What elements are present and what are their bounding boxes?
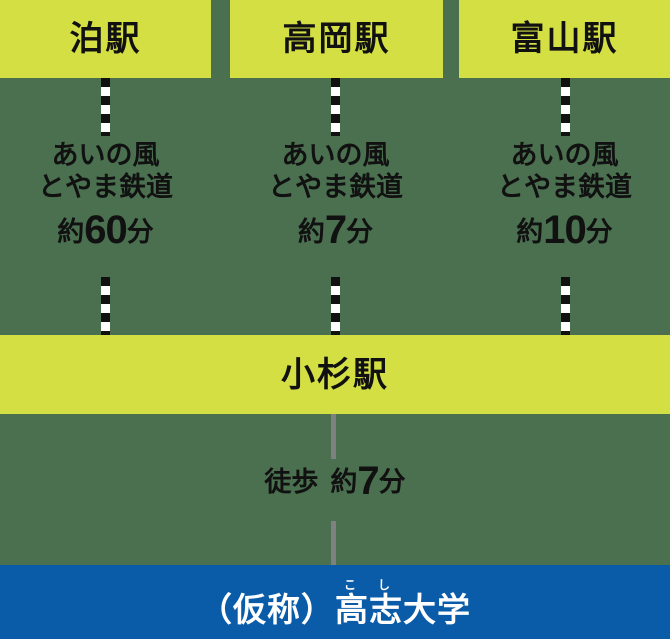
duration-suffix-takaoka: 分 <box>346 216 374 247</box>
station-box-tomari: 泊駅 <box>0 0 211 78</box>
duration-suffix-toyama: 分 <box>585 216 613 247</box>
rail-connector-tomari-lower <box>101 277 110 335</box>
route-caption-takaoka: あいの風 とやま鉄道 約7分 <box>230 140 441 250</box>
route-duration-takaoka: 約7分 <box>230 210 441 250</box>
station-box-kosugi: 小杉駅 <box>0 335 670 414</box>
station-box-toyama: 富山駅 <box>459 0 670 78</box>
destination-ruby-text-1: こ <box>335 578 369 592</box>
station-label-takaoka: 高岡駅 <box>282 20 391 58</box>
route-duration-tomari: 約60分 <box>0 210 211 250</box>
station-label-toyama: 富山駅 <box>510 20 619 58</box>
duration-number-toyama: 10 <box>543 207 586 252</box>
route-operator-line2-toyama: とやま鉄道 <box>497 171 632 202</box>
route-operator-line1-tomari: あいの風 <box>51 140 160 170</box>
route-operator-line2-takaoka: とやま鉄道 <box>268 171 403 202</box>
route-duration-toyama: 約10分 <box>459 210 670 250</box>
rail-connector-takaoka-upper <box>331 78 340 136</box>
station-box-takaoka: 高岡駅 <box>230 0 443 78</box>
duration-number-takaoka: 7 <box>324 207 347 252</box>
walk-mode-label: 徒歩 <box>264 467 319 497</box>
walk-connector-upper <box>331 414 336 459</box>
rail-connector-tomari-upper <box>101 78 110 136</box>
route-operator-line1-toyama: あいの風 <box>510 140 619 170</box>
route-caption-tomari: あいの風 とやま鉄道 約60分 <box>0 140 211 250</box>
route-caption-toyama: あいの風 とやま鉄道 約10分 <box>459 140 670 250</box>
destination-kanji-1: 高 <box>335 591 369 628</box>
destination-suffix: 大学 <box>403 591 471 628</box>
destination-ruby-ko: 高こ <box>335 578 369 626</box>
duration-number-tomari: 60 <box>84 207 127 252</box>
destination-ruby-text-2: し <box>369 578 403 592</box>
duration-suffix-tomari: 分 <box>126 216 154 247</box>
destination-label: （仮称）高こ志し大学 <box>199 578 471 626</box>
walk-caption: 徒歩約7分 <box>0 461 670 501</box>
destination-ruby-shi: 志し <box>369 578 403 626</box>
duration-prefix-takaoka: 約 <box>297 216 325 247</box>
station-label-kosugi: 小杉駅 <box>281 355 389 394</box>
walk-duration-suffix: 分 <box>378 467 406 497</box>
destination-box-koshi-university: （仮称）高こ志し大学 <box>0 565 670 639</box>
station-label-tomari: 泊駅 <box>69 20 142 58</box>
rail-connector-toyama-upper <box>561 78 570 136</box>
walk-connector-lower <box>331 521 336 565</box>
duration-prefix-toyama: 約 <box>516 216 544 247</box>
route-operator-line1-takaoka: あいの風 <box>281 140 390 170</box>
destination-kanji-2: 志 <box>369 591 403 628</box>
destination-prefix: （仮称） <box>199 591 335 628</box>
route-operator-line2-tomari: とやま鉄道 <box>38 171 173 202</box>
walk-duration-number: 7 <box>357 459 379 503</box>
rail-connector-toyama-lower <box>561 277 570 335</box>
rail-connector-takaoka-lower <box>331 277 340 335</box>
duration-prefix-tomari: 約 <box>57 216 85 247</box>
walk-duration-prefix: 約 <box>330 467 358 497</box>
